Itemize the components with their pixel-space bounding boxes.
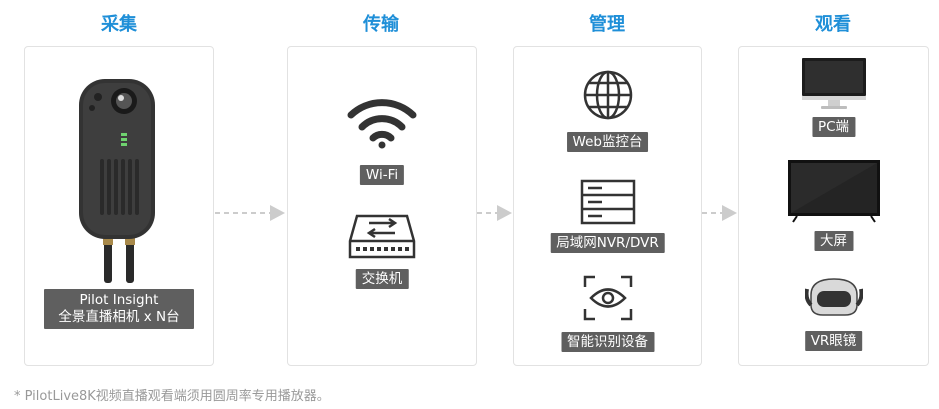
column-title-view: 观看 xyxy=(815,14,851,35)
vr-glasses-label: VR眼镜 xyxy=(804,331,863,351)
manage-card: Web监控台 局域网NVR/DVR 智能识别设备 xyxy=(513,46,702,366)
monitor-icon xyxy=(801,58,866,109)
column-title-transmit: 传输 xyxy=(363,14,399,35)
view-card: PC端 大屏 VR眼镜 xyxy=(738,46,929,366)
web-console-label: Web监控台 xyxy=(566,132,649,152)
transmit-card: Wi-Fi 交换机 xyxy=(287,46,477,366)
nvr-dvr-label: 局域网NVR/DVR xyxy=(550,233,665,253)
capture-label: Pilot Insight 全景直播相机 x N台 xyxy=(44,289,194,329)
column-title-capture: 采集 xyxy=(101,14,137,35)
pc-label: PC端 xyxy=(811,117,856,137)
column-title-manage: 管理 xyxy=(589,14,625,35)
camera-device-icon xyxy=(79,79,155,283)
big-screen-label: 大屏 xyxy=(814,231,853,251)
footnote: * PilotLive8K视频直播观看端须用圆周率专用播放器。 xyxy=(14,389,330,404)
server-icon xyxy=(580,179,635,225)
wifi-label: Wi-Fi xyxy=(359,165,405,185)
flow-arrow-2 xyxy=(477,205,512,221)
capture-card: Pilot Insight 全景直播相机 x N台 xyxy=(24,46,214,366)
globe-icon xyxy=(583,70,632,120)
capture-label-line2: 全景直播相机 x N台 xyxy=(58,309,180,325)
eye-scan-icon xyxy=(583,275,632,321)
wifi-icon xyxy=(347,99,417,149)
switch-icon xyxy=(348,214,416,259)
smart-recognition-label: 智能识别设备 xyxy=(561,332,654,352)
flow-arrow-1 xyxy=(215,205,285,221)
flow-arrow-3 xyxy=(702,205,737,221)
switch-label: 交换机 xyxy=(355,269,409,289)
capture-label-line1: Pilot Insight xyxy=(79,292,159,308)
vr-headset-icon xyxy=(804,278,863,316)
tv-icon xyxy=(787,160,880,223)
